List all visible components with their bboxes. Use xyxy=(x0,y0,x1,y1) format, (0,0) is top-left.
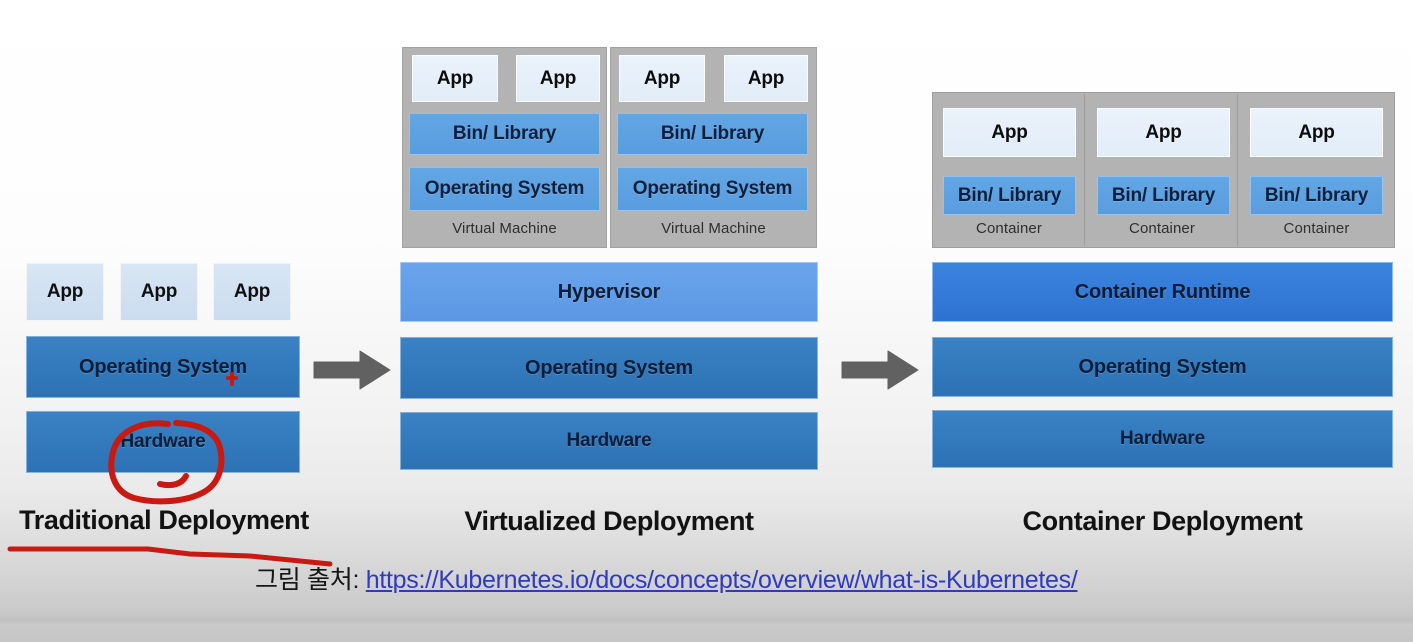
virtual-machine-label: Virtual Machine xyxy=(452,220,557,237)
container-label: Container xyxy=(1283,220,1350,237)
layer-bin-library: Bin/ Library xyxy=(1097,176,1230,215)
app-box: App xyxy=(516,55,600,102)
layer-operating-system: Operating System xyxy=(932,337,1393,397)
arrow-virtualized-to-container xyxy=(840,348,920,392)
layer-hypervisor: Hypervisor xyxy=(400,262,818,322)
app-box: App xyxy=(724,55,808,102)
layer-operating-system: Operating System xyxy=(409,167,600,211)
container-label: Container xyxy=(1129,220,1195,237)
container-frame: Container xyxy=(934,94,1085,246)
app-box: App xyxy=(120,263,198,321)
layer-hardware: Hardware xyxy=(26,411,300,473)
app-box: App xyxy=(412,55,498,102)
layer-hardware: Hardware xyxy=(400,412,818,470)
app-box: App xyxy=(213,263,291,321)
app-box: App xyxy=(1250,108,1383,157)
app-box: App xyxy=(619,55,705,102)
layer-operating-system: Operating System xyxy=(400,337,818,399)
layer-bin-library: Bin/ Library xyxy=(943,176,1076,215)
layer-bin-library: Bin/ Library xyxy=(1250,176,1383,215)
source-prefix: 그림 출처: xyxy=(255,566,366,594)
app-box: App xyxy=(26,263,104,321)
arrow-traditional-to-virtualized xyxy=(312,348,392,392)
app-box: App xyxy=(943,108,1076,157)
caption-virtualized: Virtualized Deployment xyxy=(464,506,754,536)
layer-operating-system: Operating System xyxy=(617,167,808,211)
red-circle-tail xyxy=(157,473,189,489)
container-frame: Container xyxy=(1087,94,1238,246)
source-url-link[interactable]: https://Kubernetes.io/docs/concepts/over… xyxy=(365,566,1078,594)
app-box: App xyxy=(1097,108,1230,157)
source-credit: 그림 출처: https://Kubernetes.io/docs/concep… xyxy=(255,560,1078,596)
caption-container: Container Deployment xyxy=(1022,506,1303,536)
caption-traditional: Traditional Deployment xyxy=(19,505,309,535)
container-frame: Container xyxy=(1240,94,1393,246)
layer-hardware: Hardware xyxy=(932,410,1393,468)
layer-container-runtime: Container Runtime xyxy=(932,262,1393,322)
layer-bin-library: Bin/ Library xyxy=(409,113,600,155)
virtual-machine-label: Virtual Machine xyxy=(661,220,766,237)
layer-operating-system: Operating System xyxy=(26,336,300,398)
container-label: Container xyxy=(976,220,1042,237)
layer-bin-library: Bin/ Library xyxy=(617,113,808,155)
